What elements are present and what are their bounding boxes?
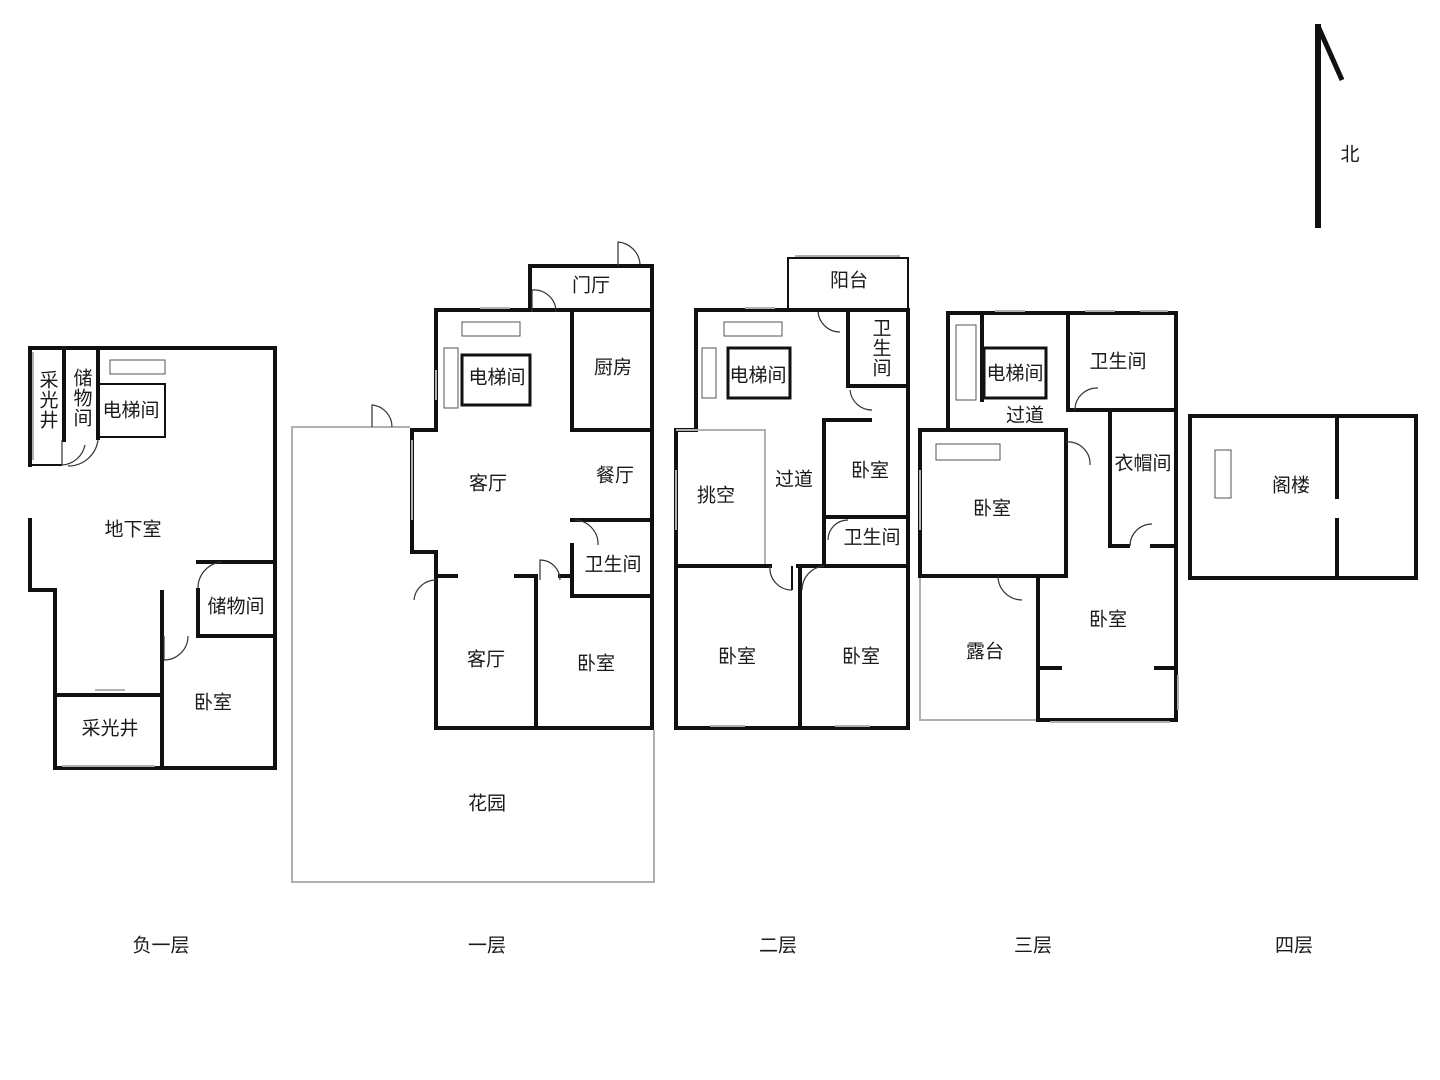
room-label: 客厅 (468, 472, 508, 495)
floor-plan-f3 (918, 310, 1179, 723)
floor-plan-f1 (291, 241, 655, 883)
room-label: 卧室 (576, 652, 616, 675)
room-label: 电梯间 (986, 362, 1044, 385)
room-label: 门厅 (571, 274, 611, 297)
room-label: 电梯间 (729, 364, 787, 387)
room-label: 过道 (1005, 404, 1045, 427)
compass-north-label: 北 (1340, 144, 1359, 166)
north-arrow-icon (1315, 24, 1345, 228)
room-label: 采光井 (81, 717, 139, 740)
room-label: 客厅 (466, 648, 506, 671)
room-label: 卧室 (193, 691, 233, 714)
room-label: 采光井 (36, 370, 59, 430)
floor-label-b1: 负一层 (132, 934, 190, 957)
floor-label-f2: 二层 (758, 934, 798, 957)
room-label: 露台 (965, 640, 1005, 663)
room-label: 卧室 (717, 645, 757, 668)
room-label: 电梯间 (468, 366, 526, 389)
room-label: 卫生间 (1089, 350, 1147, 373)
floor-label-f4: 四层 (1274, 934, 1314, 957)
floor-plan-b1 (28, 346, 277, 770)
room-label: 衣帽间 (1114, 452, 1172, 475)
room-label: 厨房 (593, 356, 633, 379)
room-label: 卧室 (841, 645, 881, 668)
floor-plan-f4 (1188, 414, 1418, 580)
room-label: 餐厅 (595, 464, 635, 487)
room-label: 花园 (467, 792, 507, 815)
room-label: 挑空 (696, 484, 736, 507)
room-label: 卧室 (972, 497, 1012, 520)
floor-plan-f2 (674, 255, 910, 730)
room-label: 阁楼 (1271, 474, 1311, 497)
floor-label-f3: 三层 (1013, 934, 1053, 957)
room-label: 卧室 (850, 459, 890, 482)
room-label: 电梯间 (102, 399, 160, 422)
room-label: 卫生间 (843, 526, 901, 549)
room-label: 卧室 (1088, 608, 1128, 631)
room-label: 地下室 (104, 518, 162, 541)
room-label: 卫生间 (869, 318, 892, 378)
room-label: 储物间 (70, 368, 93, 428)
floor-label-f1: 一层 (467, 934, 507, 957)
room-label: 储物间 (207, 595, 265, 618)
room-label: 卫生间 (584, 553, 642, 576)
room-label: 过道 (774, 468, 814, 491)
room-label: 阳台 (829, 269, 869, 292)
